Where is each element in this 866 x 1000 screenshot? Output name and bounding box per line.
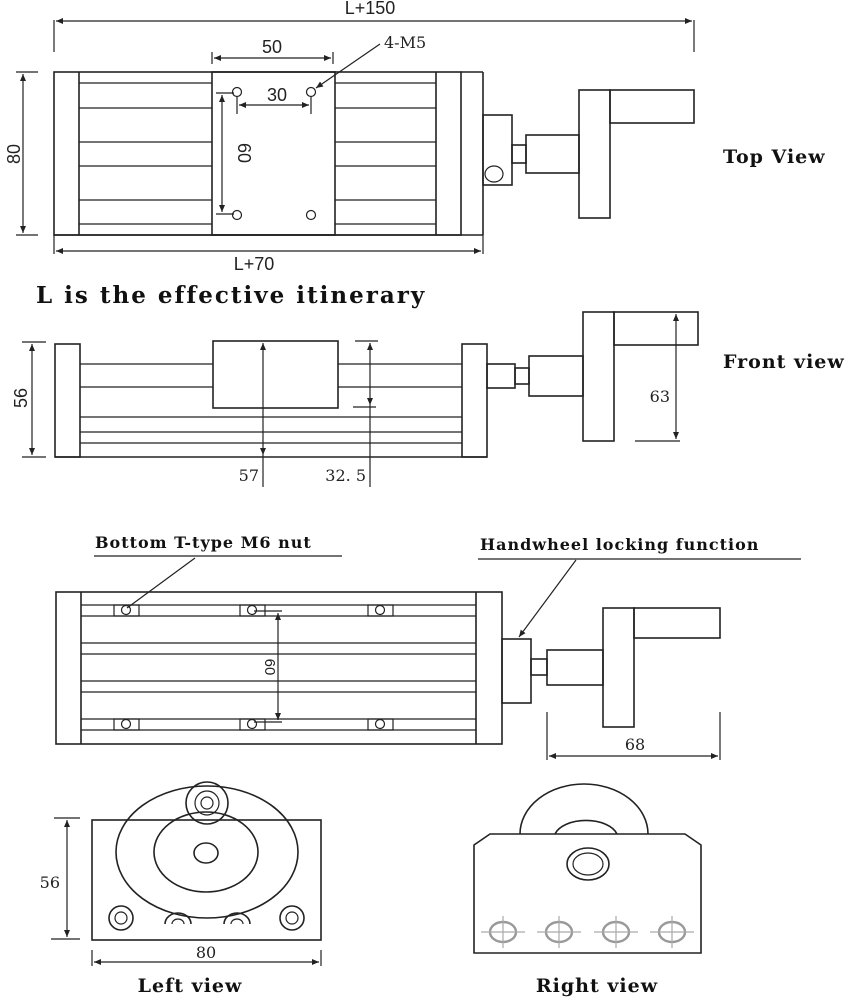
mounting-hole (231, 86, 243, 98)
handle (633, 607, 721, 639)
left-end-plate (91, 819, 322, 941)
mounting-hole (231, 209, 243, 221)
front-handwheel: 63 (486, 311, 699, 442)
dim-front-height: 56 (11, 341, 46, 458)
dim-overall-length-text: L+150 (345, 0, 396, 18)
t-nut (120, 718, 132, 730)
dim-carriage-height-text: 57 (239, 466, 259, 485)
hole-callout-text: 4-M5 (384, 33, 426, 52)
dim-handwheel-reach-text: 68 (625, 735, 645, 754)
dim-left-width-text: 80 (196, 943, 216, 962)
top-view: L+150 80 (4, 0, 826, 274)
mounting-hole (305, 86, 317, 98)
lock-block (501, 638, 532, 704)
right-view-label: Right view (536, 975, 658, 997)
dim-base-length-text: L+70 (234, 254, 275, 274)
mounting-hole (305, 209, 317, 221)
dim-hole-spacing-y-text: 60 (234, 143, 254, 163)
right-end-plate (473, 833, 702, 954)
t-nut (374, 604, 386, 616)
dim-hole-spacing-x-text: 30 (267, 85, 287, 105)
dim-hole-spacing-x: 30 (236, 85, 312, 114)
front-end-plate-left (54, 343, 81, 458)
dim-width-text: 80 (4, 144, 24, 164)
dim-front-height-text: 56 (11, 388, 31, 408)
threaded-holes (481, 916, 694, 948)
left-view-label: Left view (138, 975, 243, 997)
handle-knob (185, 781, 229, 825)
dim-handwheel-height-text: 63 (650, 387, 670, 406)
lock-callout-text: Handwheel locking function (480, 535, 759, 554)
top-rails-right (335, 82, 436, 225)
dim-width-80: 80 (4, 71, 38, 236)
front-carriage (212, 340, 339, 409)
handwheel-disc (115, 785, 299, 919)
handwheel-arc-outer (519, 783, 649, 835)
bottom-handwheel (501, 607, 721, 728)
front-end-plate-right (461, 343, 488, 458)
dim-carriage-width-text: 50 (262, 37, 282, 57)
dim-hole-spacing-y: 60 (216, 92, 254, 215)
t-nut (246, 604, 258, 616)
dim-left-height-text: 56 (40, 873, 60, 892)
t-nuts (113, 604, 394, 731)
dim-nut-spacing-text: 60 (261, 659, 278, 676)
handle (609, 89, 695, 124)
handwheel-hub (153, 811, 259, 893)
lock-block (482, 114, 513, 186)
top-body-outline (53, 71, 462, 236)
right-view: Right view (473, 783, 702, 997)
left-view: 56 80 Left view (40, 781, 322, 997)
dim-base-length: L+70 (53, 235, 484, 274)
handle (613, 311, 699, 346)
bottom-view: Bottom T-type M6 nut Handwheel locking f… (55, 533, 801, 760)
top-rails-left (79, 82, 212, 225)
top-handwheel (482, 89, 695, 219)
handwheel-arc-inner (554, 819, 618, 835)
dim-overall-length: L+150 (53, 0, 695, 52)
mounting-screws (108, 905, 305, 931)
front-view: 56 57 32. 5 63 Front v (11, 311, 845, 487)
t-nut (246, 718, 258, 730)
t-nut (120, 604, 132, 616)
t-nut (374, 718, 386, 730)
dim-carriage-width: 50 (211, 37, 334, 64)
shaft-bore (193, 842, 219, 864)
top-view-label: Top View (723, 146, 826, 168)
itinerary-note: L is the effective itinerary (36, 282, 426, 309)
nut-callout-text: Bottom T-type M6 nut (95, 533, 312, 552)
lock-knob (484, 165, 504, 183)
dim-carriage-offset-text: 32. 5 (325, 466, 366, 485)
lock-knob (566, 847, 610, 881)
front-view-label: Front view (723, 351, 845, 373)
